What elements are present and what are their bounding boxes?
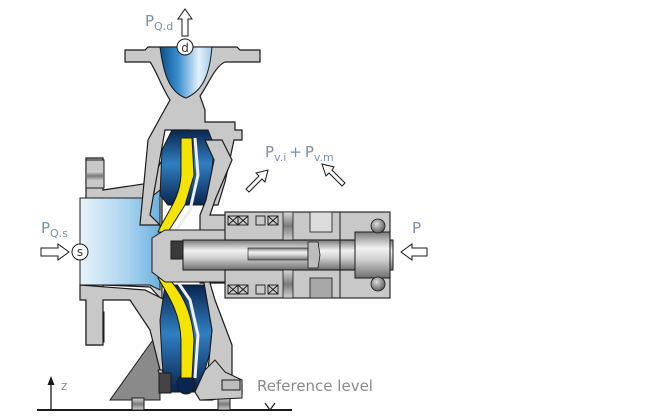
discharge-marker-label: d <box>181 41 189 55</box>
suction-marker-label: s <box>77 245 83 259</box>
shaft-bolt-head <box>307 241 321 269</box>
impeller-lower <box>157 277 195 379</box>
reference-level-marker <box>264 402 276 412</box>
impeller-shroud <box>173 277 200 379</box>
casing-bolt <box>221 379 241 391</box>
impeller-upper <box>157 137 195 233</box>
reference-level-label: Reference level <box>257 377 373 395</box>
suction-power-arrow-icon <box>40 243 70 261</box>
z-axis-arrow <box>47 376 55 410</box>
discharge-fluid <box>159 46 213 99</box>
impeller-nut <box>170 240 184 260</box>
suction-marker <box>71 243 89 261</box>
drain-screw <box>158 372 172 394</box>
loss-arrow-impeller-icon <box>245 169 269 193</box>
bearing-ball <box>370 276 386 292</box>
discharge-power-label: PQ.d <box>145 12 173 33</box>
foot-pin <box>131 397 145 411</box>
z-axis-label: z <box>61 379 67 393</box>
input-power-label: P <box>412 219 421 237</box>
discharge-power-arrow-icon <box>177 8 193 37</box>
bearing-housing <box>224 211 391 299</box>
shaft-bolt <box>247 247 309 261</box>
input-power-arrow-icon <box>400 243 428 261</box>
impeller-shroud <box>173 137 200 233</box>
loss-arrow-mechanical-icon <box>321 163 346 187</box>
losses-label: Pv.i+Pv.m <box>265 143 334 164</box>
discharge-marker <box>176 38 194 56</box>
foot-pin <box>217 397 231 411</box>
bearing-ball <box>370 218 386 234</box>
suction-power-label: PQ.s <box>41 219 68 240</box>
